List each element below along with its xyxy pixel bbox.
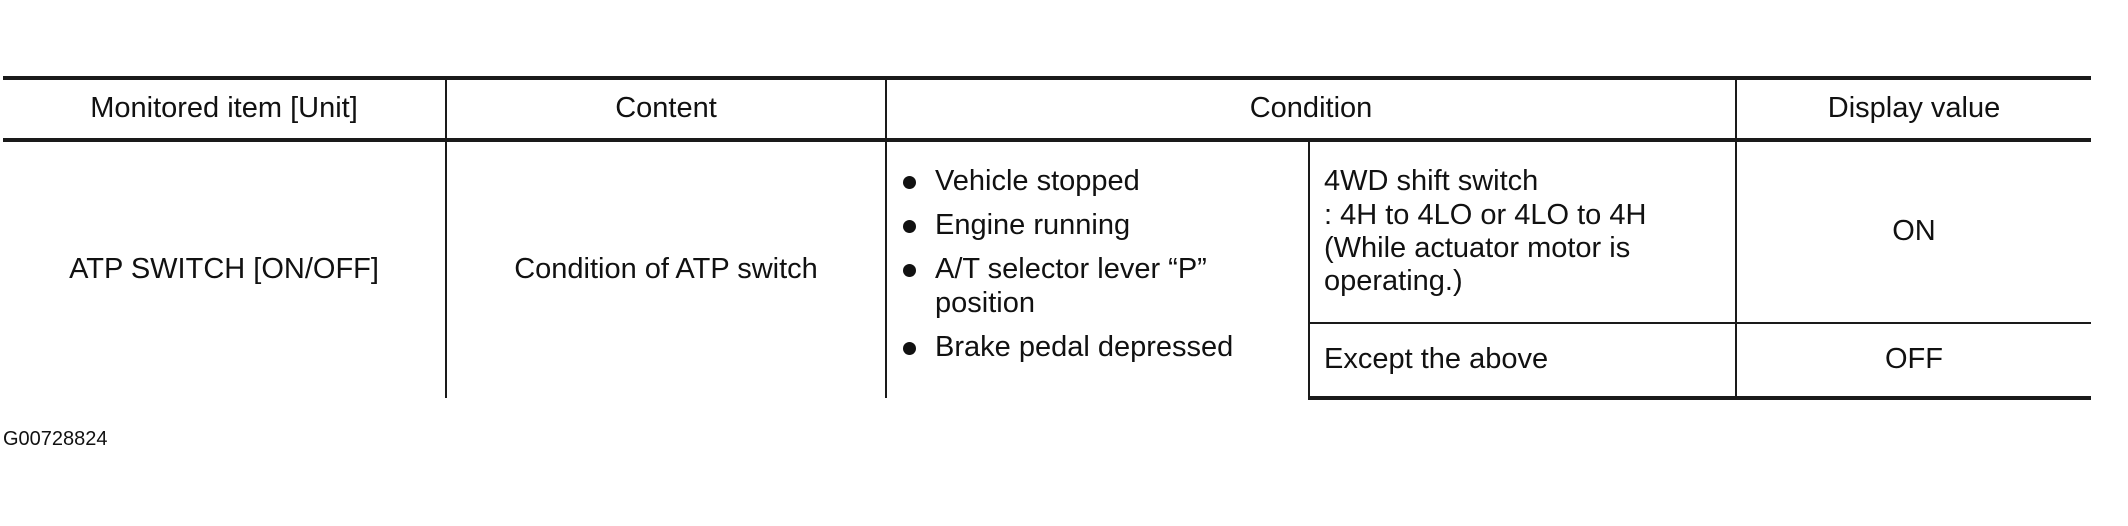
condition-bullet-list: Vehicle stopped Engine running A/T selec… <box>901 165 1294 365</box>
sub-condition-cell: Except the above <box>1309 323 1737 400</box>
condition-text: Vehicle stopped <box>935 164 1140 197</box>
monitored-item-cell: ATP SWITCH [ON/OFF] <box>3 138 447 398</box>
display-value-cell: OFF <box>1735 323 2091 400</box>
list-item: A/T selector lever “P” position <box>901 253 1294 320</box>
sub-condition-cell: 4WD shift switch : 4H to 4LO or 4LO to 4… <box>1308 138 1737 324</box>
list-item: Vehicle stopped <box>901 165 1294 198</box>
bullet-icon <box>903 219 916 233</box>
condition-bullets-cell: Vehicle stopped Engine running A/T selec… <box>885 138 1310 398</box>
header-content: Content <box>445 76 887 142</box>
list-item: Engine running <box>901 209 1294 242</box>
condition-text: Engine running <box>935 208 1131 241</box>
display-value-cell: ON <box>1735 138 2091 324</box>
bullet-icon <box>903 175 916 189</box>
figure-id: G00728824 <box>3 428 108 450</box>
table-row: Except the above OFF <box>3 323 2091 400</box>
header-monitored-item: Monitored item [Unit] <box>3 76 447 142</box>
sub-condition-line: 4WD shift switch <box>1324 165 1539 198</box>
header-condition: Condition <box>885 76 1737 142</box>
condition-text: Brake pedal depressed <box>935 331 1234 364</box>
content-cell: Condition of ATP switch <box>445 138 887 398</box>
bullet-icon <box>903 342 916 356</box>
monitor-table: Monitored item [Unit] Content Condition … <box>3 76 2091 400</box>
sub-condition-line: : 4H to 4LO or 4LO to 4H <box>1324 198 1647 231</box>
bullet-icon <box>903 264 916 278</box>
header-row: Monitored item [Unit] Content Condition … <box>3 76 2091 142</box>
list-item: Brake pedal depressed <box>901 331 1294 364</box>
sub-condition-line: operating.) <box>1324 265 1463 298</box>
header-display-value: Display value <box>1735 76 2091 142</box>
table-row: ATP SWITCH [ON/OFF] Condition of ATP swi… <box>3 138 2091 398</box>
condition-text: A/T selector lever “P” position <box>935 253 1207 319</box>
sub-condition-line: (While actuator motor is <box>1324 232 1631 264</box>
